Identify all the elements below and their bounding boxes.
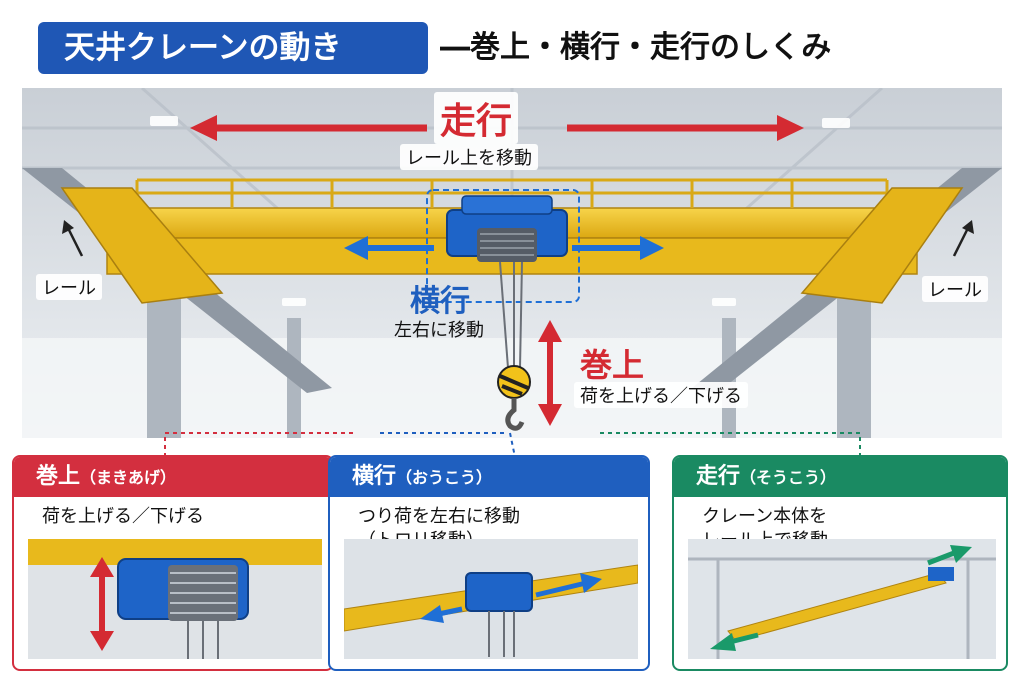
panel-hoist: 巻上（まきあげ） 荷を上げる／下げる [12, 455, 334, 671]
panel-travel: 走行（そうこう） クレーン本体を レール上で移動 [672, 455, 1008, 671]
panel-hoist-image [28, 539, 322, 659]
traverse-desc: 左右に移動 [394, 320, 484, 341]
right-column [837, 288, 871, 438]
panel-traverse-header: 横行（おうこう） [330, 457, 648, 497]
left-end-carriage [60, 187, 224, 304]
hoist-trolley [446, 195, 568, 262]
travel-arrow [190, 115, 804, 141]
travel-desc: レール上を移動 [400, 144, 538, 170]
panel-travel-image [688, 539, 996, 659]
rail-label-left: レール [36, 274, 102, 300]
panel-traverse-title: 横行 [352, 464, 397, 489]
panel-connectors [164, 432, 861, 458]
panel-hoist-desc: 荷を上げる／下げる [42, 506, 204, 527]
rail-pointer-right [952, 227, 970, 257]
travel-label: 走行 [434, 92, 519, 144]
traverse-arrow [344, 236, 664, 260]
crane-illustration: 走行 レール上を移動 横行 左右に移動 巻上 荷を上げる／下げる レール レール [22, 86, 1002, 438]
panel-hoist-title: 巻上 [36, 464, 81, 489]
panel-travel-header: 走行（そうこう） [674, 457, 1006, 497]
panel-traverse-image [344, 539, 638, 659]
page-title: 天井クレーンの動き [38, 22, 428, 74]
panel-travel-reading: （そうこう） [740, 468, 837, 487]
right-end-carriage [800, 187, 964, 304]
panel-hoist-reading: （まきあげ） [80, 468, 177, 487]
panel-traverse: 横行（おうこう） つり荷を左右に移動 （トロリ移動） [328, 455, 650, 671]
hook-block [497, 365, 531, 431]
panel-hoist-header: 巻上（まきあげ） [14, 457, 332, 497]
trolley-focus-box [426, 189, 580, 303]
traverse-label: 横行 [410, 284, 470, 319]
panel-travel-title: 走行 [696, 464, 741, 489]
page-subtitle: ―巻上・横行・走行のしくみ [440, 30, 832, 65]
hoist-label: 巻上 [580, 346, 645, 384]
hoist-arrow [538, 320, 562, 426]
left-column [147, 288, 181, 438]
rail-label-right: レール [922, 276, 988, 302]
panel-traverse-reading: （おうこう） [396, 468, 493, 487]
rail-pointer-left [66, 227, 84, 257]
hoist-desc: 荷を上げる／下げる [574, 382, 748, 408]
